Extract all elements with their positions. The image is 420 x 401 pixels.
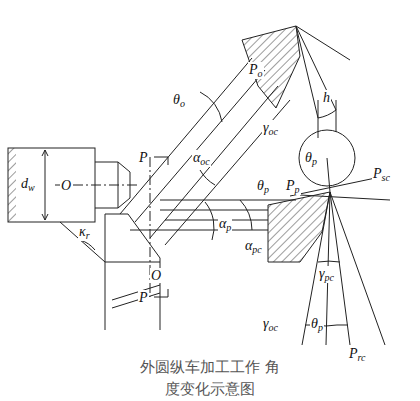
angle-label: O (60, 178, 72, 193)
angle-label: αp (218, 216, 232, 233)
angle-label: γoc (262, 120, 279, 137)
angle-label: Po (248, 62, 264, 79)
subscript: p (312, 156, 317, 167)
angle-label: Prc (348, 346, 367, 363)
subscript: sc (382, 172, 390, 183)
angle-label: γpc (318, 266, 335, 283)
angle-label: h (322, 90, 331, 105)
angle-label: Pp (285, 178, 301, 195)
subscript: p (226, 222, 231, 233)
subscript: p (264, 184, 269, 195)
subscript: oc (269, 322, 278, 333)
subscript: o (258, 68, 263, 79)
subscript: p (295, 184, 300, 195)
angle-label: θp (256, 178, 270, 195)
angle-label: P (138, 290, 149, 305)
angle-label: dw (20, 176, 36, 193)
angle-label: θp (310, 316, 324, 333)
angle-label: αpc (244, 238, 263, 255)
angle-label: κr (78, 224, 91, 241)
figure-caption: 外圆纵车加工工作 角度变化示意图 (140, 356, 280, 400)
subscript: rc (358, 352, 366, 363)
subscript: oc (200, 156, 209, 167)
angle-label: αoc (192, 150, 211, 167)
angle-label: O (150, 268, 162, 283)
angle-label: P (138, 150, 149, 165)
subscript: o (180, 98, 185, 109)
angle-label: θp (304, 150, 318, 167)
subscript: oc (269, 126, 278, 137)
subscript: pc (252, 244, 261, 255)
angle-label: γoc (262, 316, 279, 333)
subscript: r (86, 230, 90, 241)
angle-label: Psc (372, 166, 391, 183)
subscript: w (28, 182, 35, 193)
subscript: p (318, 322, 323, 333)
angle-label: θo (172, 92, 186, 109)
subscript: pc (325, 272, 334, 283)
